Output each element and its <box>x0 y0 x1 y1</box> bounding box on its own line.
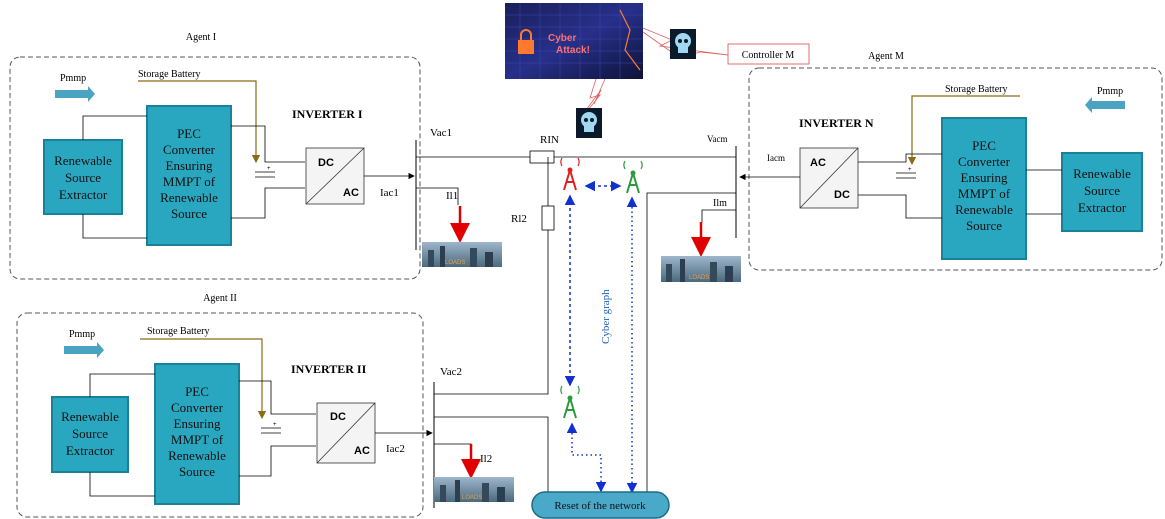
agent-1-iac-label: Iac1 <box>380 187 399 199</box>
agent-m-label: Agent M <box>868 51 904 62</box>
agent-1-label: Agent I <box>186 32 216 43</box>
agent-1-il-label: Il1 <box>446 190 458 202</box>
agent-1-source-box <box>43 139 123 215</box>
agent-1-ac-label: AC <box>343 187 359 199</box>
agent-2-dc-label: DC <box>330 411 346 423</box>
agent-m-battery-label: Storage Battery <box>945 84 1007 95</box>
agent-m-dc-label: DC <box>834 189 850 201</box>
agent-2-loads-label: LOADS <box>462 495 482 501</box>
agent-m-battery-line <box>907 95 1020 166</box>
agent-m-vac-label: Vacm <box>707 134 728 144</box>
agent-1-pec-box <box>146 105 232 246</box>
controller-box <box>727 43 810 65</box>
agent-m-inverter-label: INVERTER N <box>799 116 874 130</box>
agent-m-iac-label: Iacm <box>767 153 785 163</box>
controller-label: Controller M <box>742 50 795 61</box>
resistor-rin-label: RIN <box>540 134 559 146</box>
agent-m-boundary <box>748 67 1163 271</box>
agent-1-pmmp: Pmmp <box>60 73 86 84</box>
agent-2-il-label: Il2 <box>480 453 492 465</box>
agent-2-ac-label: AC <box>354 445 370 457</box>
resistor-rin <box>529 150 555 164</box>
reset-network-button <box>531 491 670 519</box>
agent-1-inverter-label: INVERTER I <box>292 107 363 121</box>
svg-text:+: + <box>267 166 271 172</box>
cyber-attack-image: Cyber Attack! <box>505 3 643 79</box>
agent-m-loads-label: LOADS <box>689 275 709 281</box>
agent-m-pec-box <box>941 117 1027 260</box>
tower-green-icon <box>623 160 643 194</box>
skull-icon <box>670 29 696 59</box>
agent-1-pmmp-arrow <box>55 86 95 102</box>
agent-1-vac-label: Vac1 <box>430 127 452 139</box>
agent-2-pmmp-arrow <box>64 342 104 358</box>
resistor-ri2-label: Rl2 <box>511 213 527 225</box>
tower-green-lower-icon <box>560 385 580 419</box>
agent-2-battery-label: Storage Battery <box>147 326 209 337</box>
skull-icon-2 <box>576 108 602 138</box>
agent-m-source-box <box>1061 152 1143 232</box>
cyber-attack-text-2: Attack! <box>556 45 590 56</box>
cyber-attack-text-1: Cyber <box>548 33 576 44</box>
agent-m-pmmp: Pmmp <box>1097 86 1123 97</box>
agent-2-label: Agent II <box>203 293 237 304</box>
agent-2-battery-line <box>140 338 267 420</box>
agent-2-vac-label: Vac2 <box>440 366 462 378</box>
agent-m-pmmp-arrow <box>1085 97 1125 113</box>
agent-m-ac-label: AC <box>810 157 826 169</box>
network-lines: RIN Rl2 <box>416 134 736 498</box>
lock-icon <box>518 40 534 54</box>
agent-1-battery-line <box>138 80 261 164</box>
agent-1-dc-label: DC <box>318 157 334 169</box>
cyber-links: Cyber graph <box>564 180 638 494</box>
agent-m-il-label: Ilm <box>713 198 727 209</box>
agent-1-boundary <box>9 56 421 280</box>
reset-network-label: Reset of the network <box>554 500 646 512</box>
agent-2-iac-label: Iac2 <box>386 443 405 455</box>
agent-2-pec-box <box>154 363 240 505</box>
resistor-ri2 <box>541 205 555 231</box>
agent-2-boundary <box>16 312 424 518</box>
svg-text:+: + <box>273 422 277 428</box>
agent-2-inverter-label: INVERTER II <box>291 362 367 376</box>
agent-1-battery-label: Storage Battery <box>138 69 200 80</box>
svg-text:+: + <box>908 167 912 173</box>
agent-1-loads-label: LOADS <box>445 260 465 266</box>
cyber-graph-label: Cyber graph <box>600 289 612 344</box>
tower-red-icon <box>560 157 580 191</box>
agent-2-pmmp: Pmmp <box>69 329 95 340</box>
